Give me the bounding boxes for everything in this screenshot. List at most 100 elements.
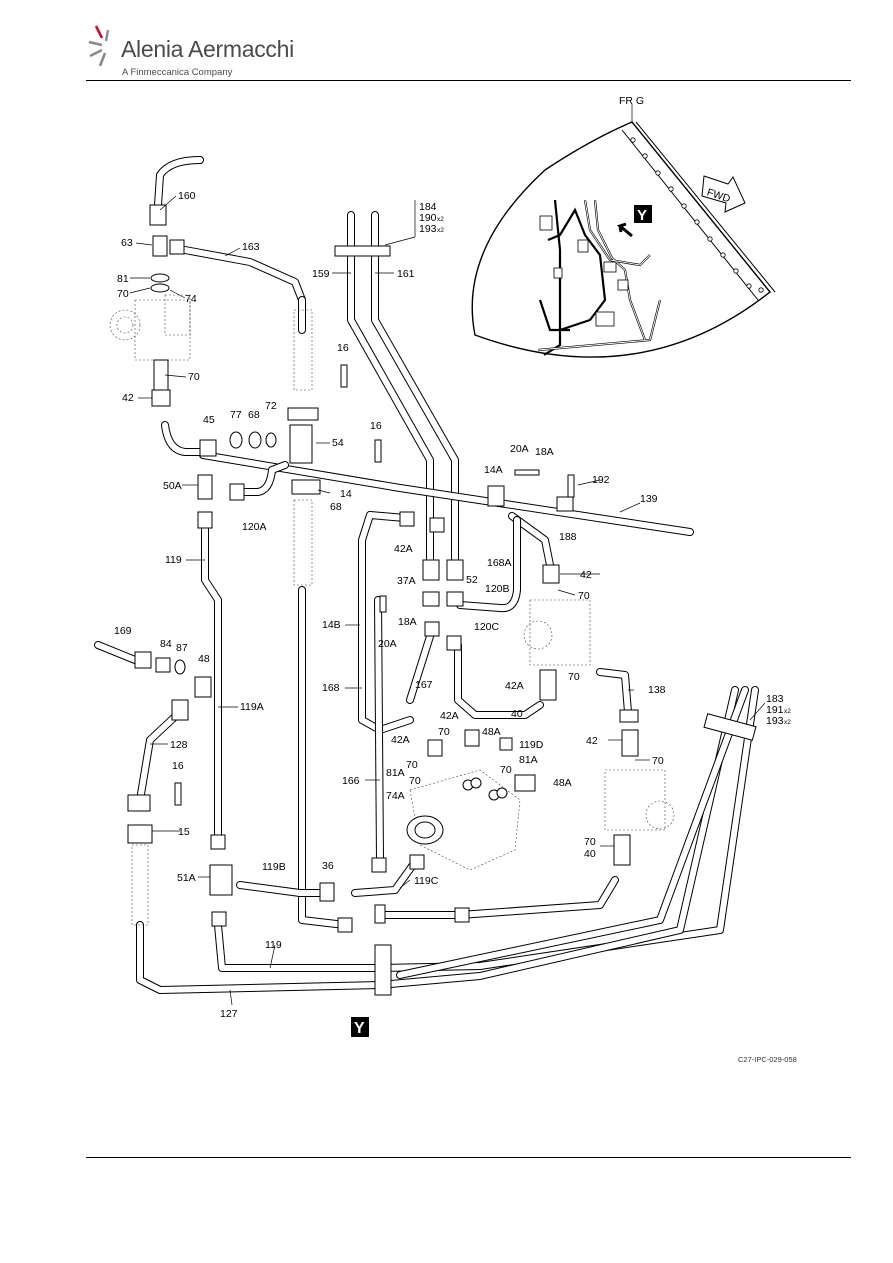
callout-14A: 14A	[484, 464, 503, 476]
callout-193: 193	[419, 223, 437, 235]
view-y-marker-bottom-text: Y	[354, 1020, 365, 1037]
header-rule	[86, 80, 851, 81]
callout-63: 63	[121, 237, 133, 249]
callout-159: 159	[312, 268, 330, 280]
callout-193: 193	[766, 715, 784, 727]
fittings	[109, 204, 757, 996]
callout-183: 183	[766, 693, 784, 705]
company-logo: Alenia Aermacchi A Finmeccanica Company	[86, 20, 294, 80]
callout-16: 16	[337, 342, 349, 354]
callout-127: 127	[220, 1008, 238, 1020]
callout-48A: 48A	[553, 777, 572, 789]
callout-166: 166	[342, 775, 360, 787]
callout-70: 70	[652, 755, 664, 767]
callout-184: 184	[419, 201, 437, 213]
callout-74A: 74A	[386, 790, 405, 802]
callout-191-qty: x2	[784, 708, 791, 715]
callout-40: 40	[511, 708, 523, 720]
view-y-marker-text: Y	[637, 207, 647, 224]
callout-72: 72	[265, 400, 277, 412]
callout-36: 36	[322, 860, 334, 872]
callout-120C: 120C	[474, 621, 500, 633]
pump-lower-right	[604, 769, 675, 831]
callout-119A: 119A	[240, 701, 264, 713]
callout-70: 70	[188, 371, 200, 383]
callout-119: 119	[165, 554, 182, 566]
callout-70: 70	[117, 288, 129, 300]
leader-lines	[129, 195, 766, 1006]
callout-192: 192	[592, 474, 610, 486]
callout-119B: 119B	[262, 861, 286, 873]
callout-190-qty: x2	[437, 216, 444, 223]
callout-42A: 42A	[391, 734, 410, 746]
callout-120B: 120B	[485, 583, 510, 595]
callout-68: 68	[248, 409, 260, 421]
callout-42: 42	[122, 392, 134, 404]
callout-70: 70	[409, 775, 421, 787]
callout-40: 40	[584, 848, 596, 860]
callout-87: 87	[176, 642, 188, 654]
callout-163: 163	[242, 241, 260, 253]
callout-70: 70	[568, 671, 580, 683]
callout-128: 128	[170, 739, 188, 751]
callout-81A: 81A	[386, 767, 405, 779]
callout-191: 191	[766, 704, 784, 716]
callout-37A: 37A	[397, 575, 416, 587]
view-y-marker	[634, 205, 652, 223]
callout-160: 160	[178, 190, 196, 202]
callout-70: 70	[406, 759, 418, 771]
callout-167: 167	[415, 679, 433, 691]
callout-42A: 42A	[440, 710, 459, 722]
callout-70: 70	[438, 726, 450, 738]
callout-84: 84	[160, 638, 172, 650]
callout-168A: 168A	[487, 557, 512, 569]
callout-16: 16	[370, 420, 382, 432]
frame-label: FR G	[619, 95, 644, 107]
figure-code: C27-IPC-029-058	[738, 1055, 797, 1064]
callout-50A: 50A	[163, 480, 182, 492]
callout-169: 169	[114, 625, 132, 637]
callout-190: 190	[419, 212, 437, 224]
callout-120A: 120A	[242, 521, 267, 533]
view-arrow-icon	[616, 222, 633, 238]
callout-labels: 160 63 163 81 70 74 16 70 42 45 77 68 72…	[114, 190, 791, 1020]
callout-15: 15	[178, 826, 190, 838]
callout-77: 77	[230, 409, 242, 421]
callout-188: 188	[559, 531, 577, 543]
callout-81A: 81A	[519, 754, 538, 766]
callout-48A: 48A	[482, 726, 501, 738]
callout-42: 42	[580, 569, 592, 581]
callout-54: 54	[332, 437, 344, 449]
callout-119D: 119D	[519, 739, 544, 751]
callout-70: 70	[500, 764, 512, 776]
logo-swoosh-icon	[88, 25, 110, 67]
callout-161: 161	[397, 268, 415, 280]
forward-arrow-icon: FWD	[701, 175, 746, 213]
callout-139: 139	[640, 493, 658, 505]
callout-20A: 20A	[378, 638, 397, 650]
callout-18A: 18A	[535, 446, 554, 458]
callout-42A: 42A	[394, 543, 413, 555]
callout-68: 68	[330, 501, 342, 513]
view-y-marker-bottom	[351, 1017, 369, 1037]
callout-51A: 51A	[177, 872, 196, 884]
callout-48: 48	[198, 653, 210, 665]
footer-rule	[86, 1157, 851, 1158]
callout-14B: 14B	[322, 619, 341, 631]
callout-168: 168	[322, 682, 340, 694]
callout-74: 74	[185, 293, 197, 305]
callout-16: 16	[172, 760, 184, 772]
callout-119: 119	[265, 939, 282, 951]
callout-138: 138	[648, 684, 666, 696]
valve-body	[406, 769, 521, 871]
callout-14: 14	[340, 488, 352, 500]
callout-70: 70	[584, 836, 596, 848]
callout-52: 52	[466, 574, 478, 586]
callout-20A: 20A	[510, 443, 529, 455]
callout-193-qty: x2	[784, 719, 791, 726]
pipes	[94, 156, 759, 994]
callout-70: 70	[578, 590, 590, 602]
company-subtitle: A Finmeccanica Company	[122, 67, 233, 78]
callout-193-qty: x2	[437, 227, 444, 234]
